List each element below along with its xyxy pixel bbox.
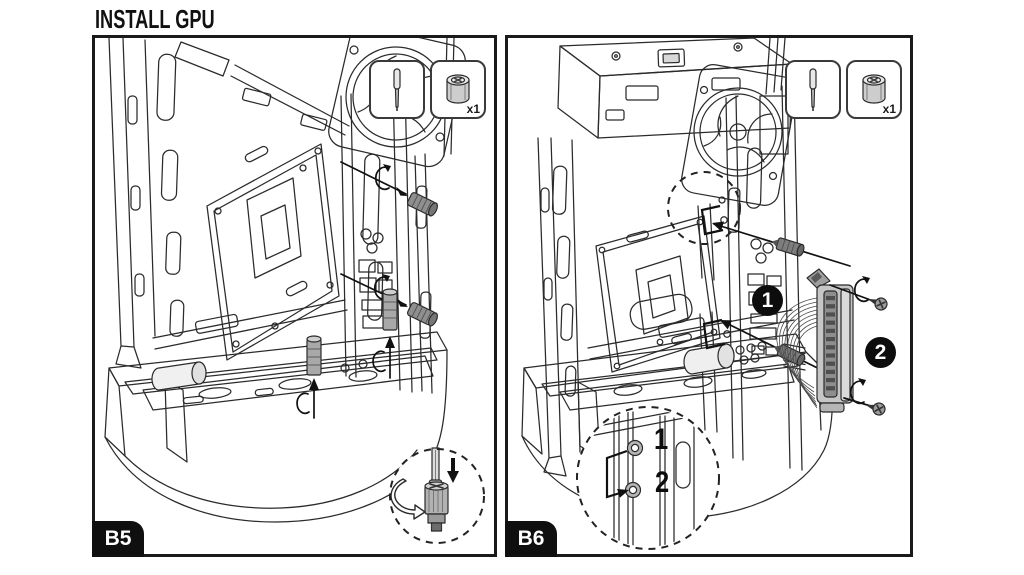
case-base — [104, 331, 448, 523]
chassis-left-frame — [537, 137, 581, 477]
rear-io-column — [725, 83, 806, 471]
standoff-part-box: x1 — [846, 60, 902, 119]
detail-hole-label-2: 2 — [655, 466, 670, 499]
panel-b6: x1 1 2 1 2 B6 — [505, 35, 913, 557]
required-tools: x1 — [785, 60, 902, 119]
case-base — [521, 333, 834, 519]
screwdriver-tool-box — [369, 60, 425, 119]
thumbscrew-standoff — [406, 302, 438, 327]
thumbscrew-standoff — [406, 192, 438, 217]
step-badge-2: 2 — [865, 337, 896, 368]
required-tools: x1 — [369, 60, 486, 119]
vertical-standoff — [306, 335, 322, 376]
b5-illustration — [104, 38, 485, 544]
chassis-left-frame — [108, 38, 350, 369]
detail-circle-holes — [576, 406, 720, 550]
panel-label-b6: B6 — [505, 521, 557, 557]
standoff-icon — [446, 73, 470, 104]
b6-illustration — [521, 38, 888, 550]
top-compartment — [557, 38, 793, 155]
fan — [681, 64, 797, 206]
screwdriver-icon — [393, 67, 401, 111]
highlight-circle — [667, 171, 741, 245]
install-arrows — [340, 161, 408, 307]
screwdriver-icon — [809, 67, 817, 111]
rear-bracket-rail — [340, 83, 433, 394]
detail-hole-label-1: 1 — [654, 423, 669, 456]
page-title: INSTALL GPU — [95, 4, 215, 34]
screwdriver-tool-box — [785, 60, 841, 119]
part-quantity-label: x1 — [466, 102, 480, 116]
vertical-standoff — [382, 288, 398, 331]
panel-label-b5: B5 — [92, 521, 144, 557]
part-quantity-label: x1 — [882, 102, 896, 116]
standoff-screw — [771, 237, 805, 257]
standoff-part-box: x1 — [430, 60, 486, 119]
riser-cable-assembly — [776, 268, 888, 416]
step-badge-1: 1 — [752, 285, 783, 316]
panel-b5: x1 B5 — [92, 35, 497, 557]
standoff-icon — [862, 73, 886, 104]
motherboard-tray — [206, 143, 340, 361]
detail-circle-standoff — [389, 447, 485, 544]
